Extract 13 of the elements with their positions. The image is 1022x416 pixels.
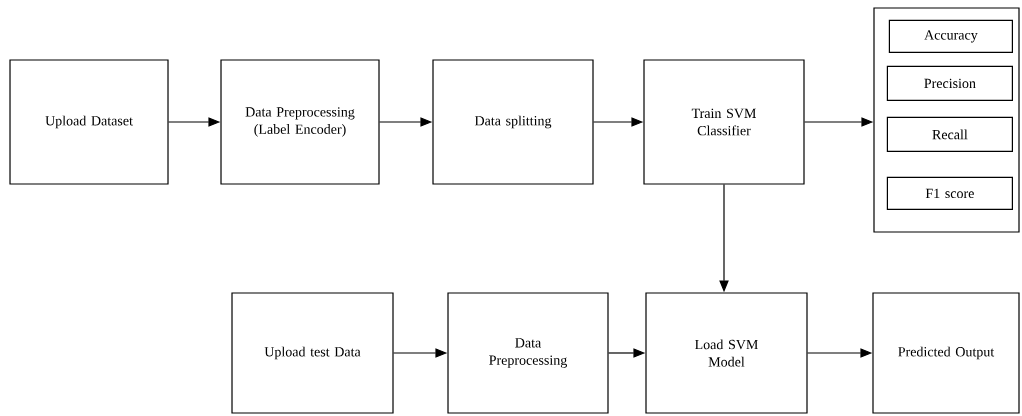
process-box: Upload Dataset [9, 59, 169, 185]
metric-box: Accuracy [888, 19, 1013, 53]
metric-box: Precision [886, 65, 1013, 101]
process-box: Data Preprocessing (Label Encoder) [220, 59, 380, 185]
process-box: Predicted Output [872, 292, 1020, 414]
process-box: Load SVM Model [645, 292, 808, 414]
process-box: Train SVM Classifier [643, 59, 805, 185]
metric-box: Recall [886, 116, 1013, 152]
panel-box [873, 7, 1020, 233]
process-box: Upload test Data [231, 292, 394, 414]
process-box: Data Preprocessing [447, 292, 609, 414]
metric-box: F1 score [886, 176, 1013, 210]
process-box: Data splitting [432, 59, 594, 185]
